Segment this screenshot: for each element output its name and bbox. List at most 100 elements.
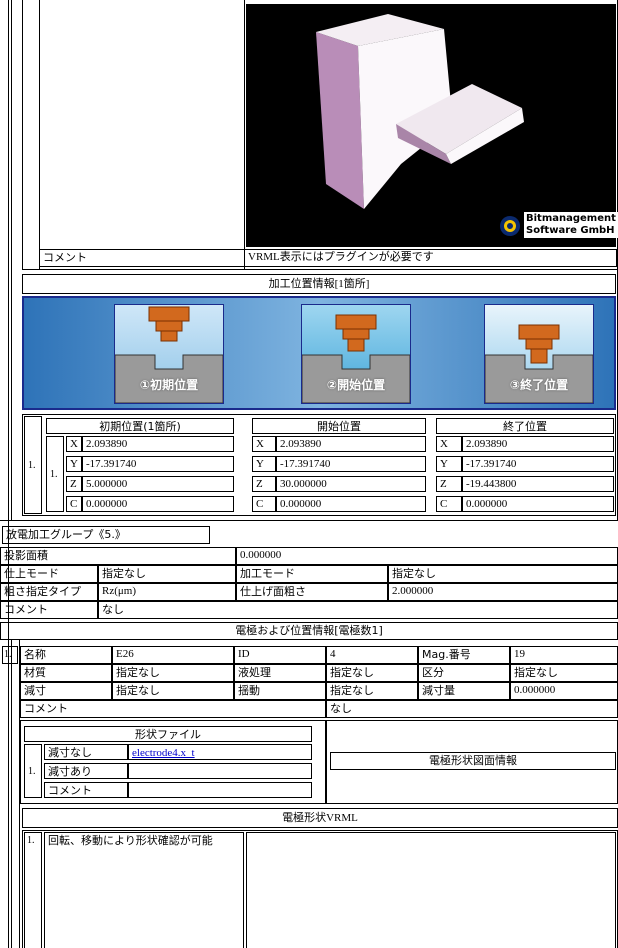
electrode-vrml-viewer[interactable] (246, 832, 616, 948)
phase-start: ②開始位置 (301, 304, 411, 404)
machining-mode-label: 加工モード (236, 565, 388, 583)
start-axis-z: Z (252, 476, 276, 492)
roughness-type-label: 粗さ指定タイプ (0, 583, 98, 601)
initial-value-c: 0.000000 (82, 496, 234, 512)
reduction-amount-value: 0.000000 (510, 682, 618, 700)
finish-roughness-value: 2.000000 (388, 583, 618, 601)
start-axis-x: X (252, 436, 276, 452)
shape-file-comment-label: コメント (44, 782, 128, 798)
electrode-comment-label: コメント (20, 700, 326, 718)
initial-position-header: 初期位置(1箇所) (46, 418, 234, 434)
finish-mode-label: 仕上モード (0, 565, 98, 583)
coordinates-block (22, 414, 616, 516)
phase-initial-graphic (114, 306, 224, 404)
shape-file-index: 1. (24, 744, 42, 798)
edm-group-title: 放電加工グループ《5.》 (2, 526, 210, 544)
vrml-comment-value: VRML表示にはプラグインが必要です (244, 249, 617, 267)
outer-left-border (8, 0, 9, 948)
electrode-inner-left-border (19, 640, 20, 948)
reduction-label: 減寸 (20, 682, 112, 700)
electrode-id-label: ID (234, 646, 326, 664)
initial-axis-c: C (66, 496, 82, 512)
machining-mode-value: 指定なし (388, 565, 618, 583)
phase-start-graphic (301, 314, 411, 404)
electrode-left-border (11, 640, 12, 948)
electrode-comment-value: なし (326, 700, 618, 718)
electrode-vrml-index-cell: 1. (24, 832, 42, 948)
electrode-name-label: 名称 (20, 646, 112, 664)
phase-end-graphic (484, 324, 594, 404)
end-axis-y: Y (436, 456, 462, 472)
vrml-3d-render (316, 14, 524, 236)
initial-axis-x: X (66, 436, 82, 452)
finish-mode-value: 指定なし (98, 565, 236, 583)
projected-area-label: 投影面積 (0, 547, 236, 565)
start-axis-c: C (252, 496, 276, 512)
mag-number-value: 19 (510, 646, 618, 664)
electrode-vrml-note: 回転、移動により形状確認が可能 (48, 834, 213, 847)
group-comment-label: コメント (0, 601, 98, 619)
electrode-vrml-index: 1. (27, 835, 35, 846)
end-axis-c: C (436, 496, 462, 512)
electrode-id-value: 4 (326, 646, 418, 664)
start-position-header: 開始位置 (252, 418, 426, 434)
no-reduction-file-cell: electrode4.x_t (128, 744, 312, 760)
machining-position-title: 加工位置情報[1箇所] (22, 274, 616, 294)
phase-initial: ①初期位置 (114, 304, 224, 404)
initial-value-y: -17.391740 (82, 456, 234, 472)
vrml-comment-label: コメント (39, 249, 245, 267)
end-value-x: 2.093890 (462, 436, 614, 452)
shape-file-container (20, 720, 326, 804)
start-value-y: -17.391740 (276, 456, 426, 472)
start-value-z: 30.000000 (276, 476, 426, 492)
outer-left-border-inner (11, 0, 12, 520)
electrode-name-value: E26 (112, 646, 234, 664)
logo-line2: Software GmbH (526, 225, 615, 236)
end-position-header: 終了位置 (436, 418, 614, 434)
shape-file-title: 形状ファイル (24, 726, 312, 742)
material-label: 材質 (20, 664, 112, 682)
phase-end: ③終了位置 (484, 304, 594, 404)
end-value-z: -19.443800 (462, 476, 614, 492)
end-axis-z: Z (436, 476, 462, 492)
electrode-file-link[interactable]: electrode4.x_t (132, 747, 195, 759)
initial-sub-index: 1. (46, 436, 64, 512)
swing-value: 指定なし (326, 682, 418, 700)
electrode-title: 電極および位置情報[電極数1] (0, 622, 618, 640)
phase-start-label: ②開始位置 (326, 378, 386, 392)
drawing-info-title: 電極形状図面情報 (330, 752, 616, 770)
vrml-row-border-left (22, 0, 23, 270)
electrode-vrml-note-cell: 回転、移動により形状確認が可能 (44, 832, 244, 948)
with-reduction-label: 減寸あり (44, 763, 128, 779)
vrml-row-index-border (39, 0, 40, 270)
start-value-x: 2.093890 (276, 436, 426, 452)
roughness-type-value: Rz(μm) (98, 583, 236, 601)
start-value-c: 0.000000 (276, 496, 426, 512)
bitmanagement-logo: Bitmanagement Software GmbH (524, 212, 618, 238)
logo-line1: Bitmanagement (526, 213, 616, 224)
classification-value: 指定なし (510, 664, 618, 682)
machining-phase-diagram: ①初期位置 ②開始位置 ③終了位置 (22, 296, 616, 410)
initial-value-z: 5.000000 (82, 476, 234, 492)
with-reduction-file-cell (128, 763, 312, 779)
vrml-section-bottom (22, 269, 618, 270)
end-axis-x: X (436, 436, 462, 452)
vrml-viewer[interactable]: Bitmanagement Software GmbH (246, 4, 618, 247)
phase-initial-label: ①初期位置 (139, 378, 199, 392)
group-comment-value: なし (98, 601, 618, 619)
initial-axis-z: Z (66, 476, 82, 492)
start-axis-y: Y (252, 456, 276, 472)
electrode-vrml-title: 電極形状VRML (22, 808, 618, 828)
projected-area-value: 0.000000 (236, 547, 618, 565)
initial-value-x: 2.093890 (82, 436, 234, 452)
liquid-treatment-label: 液処理 (234, 664, 326, 682)
machining-row-index: 1. (24, 416, 42, 514)
shape-file-comment-value (128, 782, 312, 798)
reduction-amount-label: 減寸量 (418, 682, 510, 700)
electrode-index: 1. (2, 646, 18, 664)
group-separator (0, 520, 618, 521)
liquid-treatment-value: 指定なし (326, 664, 418, 682)
end-value-c: 0.000000 (462, 496, 614, 512)
mag-number-label: Mag.番号 (418, 646, 510, 664)
finish-roughness-label: 仕上げ面粗さ (236, 583, 388, 601)
